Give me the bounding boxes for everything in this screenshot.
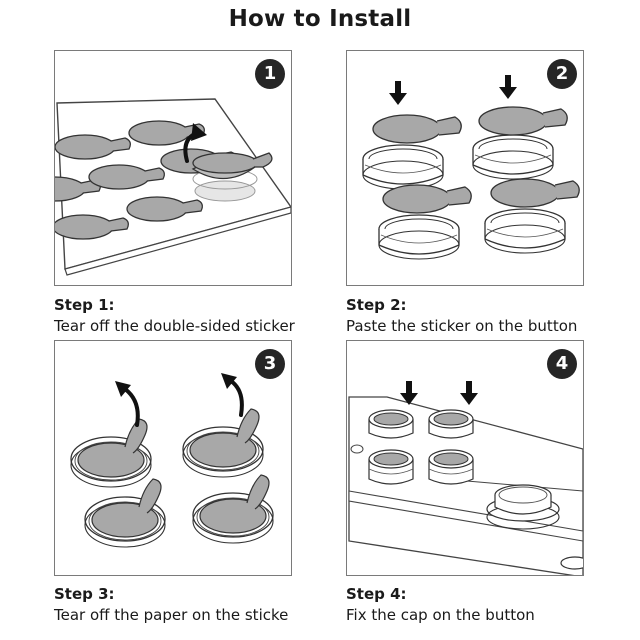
sticker-on-button-drawing (362, 75, 580, 260)
fix-cap-drawing (348, 381, 583, 575)
step-1-number-badge: 1 (255, 59, 285, 89)
step-2-description: Paste the sticker on the button (346, 317, 578, 335)
step-3-description: Tear off the paper on the sticke (54, 606, 289, 624)
step-4-number-badge: 4 (547, 349, 577, 379)
step-3-number-badge: 3 (255, 349, 285, 379)
step-2-illustration: 2 (346, 50, 584, 286)
step-2-number-badge: 2 (547, 59, 577, 89)
step-4-illustration: 4 (346, 340, 584, 576)
page-title: How to Install (228, 6, 412, 32)
step-1-description: Tear off the double-sided sticker (54, 317, 295, 335)
step-2-title: Step 2: (346, 296, 407, 314)
step-1-illustration: 1 (54, 50, 292, 286)
peel-paper-drawing (70, 373, 274, 548)
step-4-description: Fix the cap on the button (346, 606, 535, 624)
step-3-illustration: 3 (54, 340, 292, 576)
sticker-sheet-drawing (55, 98, 291, 276)
step-3-title: Step 3: (54, 585, 115, 603)
step-1-title: Step 1: (54, 296, 115, 314)
step-4-title: Step 4: (346, 585, 407, 603)
